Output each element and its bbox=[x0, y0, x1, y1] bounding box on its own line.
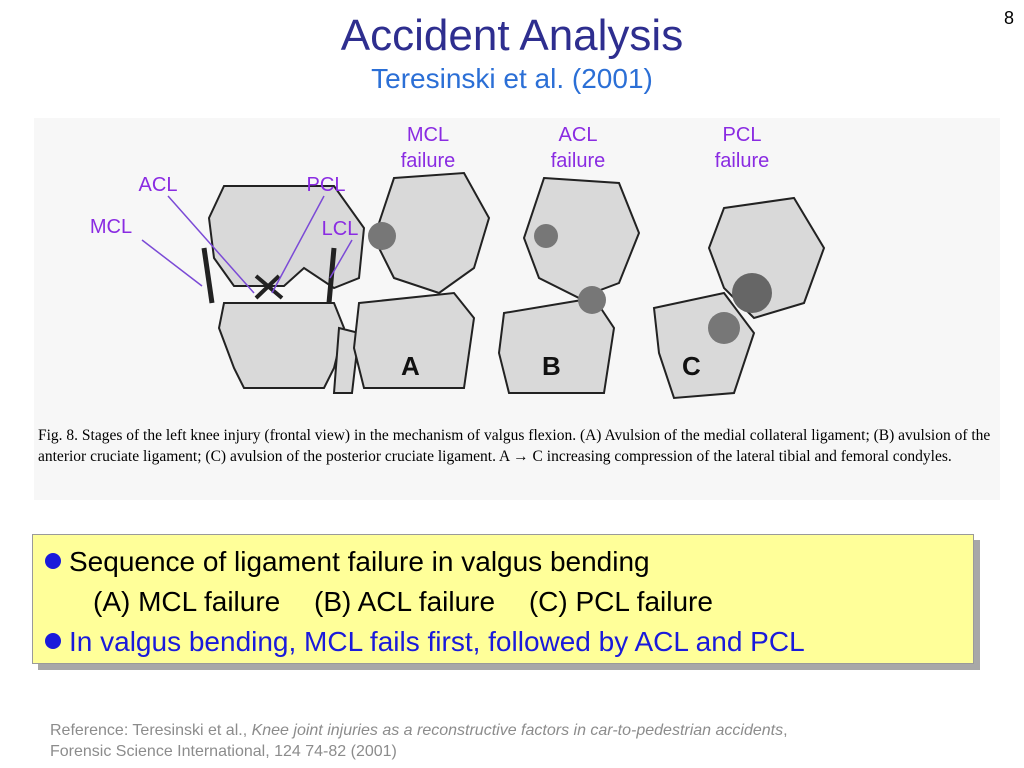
slide-number: 8 bbox=[1003, 8, 1014, 28]
slide-subtitle: Teresinski et al. (2001) bbox=[371, 63, 653, 94]
label-mcl: MCL bbox=[89, 216, 133, 238]
failure-sequence-items: (A) MCL failure (B) ACL failure (C) PCL … bbox=[93, 585, 739, 619]
reference-prefix: Reference: Teresinski et al., bbox=[50, 722, 252, 739]
pointer-lines bbox=[141, 195, 353, 294]
femur-normal bbox=[207, 185, 366, 290]
label-mcl-failure-line1: MCL bbox=[406, 124, 450, 146]
knee-diagram-normal bbox=[201, 185, 366, 394]
label-pcl-failure-line2: failure bbox=[714, 150, 770, 172]
knee-diagram-b bbox=[497, 176, 641, 394]
label-pcl-failure: PCL failure bbox=[696, 122, 788, 174]
reference-suffix: , bbox=[783, 722, 788, 739]
summary-callout: Sequence of ligament failure in valgus b… bbox=[32, 534, 974, 664]
label-mcl-failure: MCL failure bbox=[382, 122, 474, 174]
label-mcl-failure-line2: failure bbox=[400, 150, 456, 172]
label-acl-failure-line2: failure bbox=[550, 150, 606, 172]
item-pcl-failure: (C) PCL failure bbox=[528, 586, 713, 617]
tibia-a bbox=[352, 291, 476, 389]
bullet-dot-icon bbox=[45, 633, 61, 649]
item-acl-failure: (B) ACL failure bbox=[314, 586, 496, 617]
bullet-sequence: Sequence of ligament failure in valgus b… bbox=[45, 545, 650, 579]
mcl-ligament bbox=[201, 247, 215, 304]
injury-spot-c2 bbox=[708, 312, 740, 344]
slide-title: Accident Analysis bbox=[340, 11, 684, 60]
figure-background bbox=[34, 118, 1000, 500]
label-pcl-failure-line1: PCL bbox=[722, 124, 762, 146]
knee-diagram-a bbox=[352, 171, 491, 389]
knee-diagram-c bbox=[652, 196, 826, 400]
knee-injury-figure: A B C bbox=[34, 118, 1000, 500]
label-acl-failure: ACL failure bbox=[532, 122, 624, 174]
bullet-conclusion: In valgus bending, MCL fails first, foll… bbox=[45, 625, 805, 659]
tibia-normal bbox=[217, 302, 346, 389]
bullet-dot-icon bbox=[45, 553, 61, 569]
item-mcl-failure: (A) MCL failure bbox=[93, 586, 281, 617]
label-acl: ACL bbox=[138, 174, 178, 196]
reference-source: Forensic Science International, 124 74-8… bbox=[50, 743, 397, 760]
reference-title: Knee joint injuries as a reconstructive … bbox=[251, 722, 784, 739]
label-lcl: LCL bbox=[321, 218, 359, 240]
panel-letter-b: B bbox=[542, 351, 561, 381]
reference-citation: Reference: Teresinski et al., Knee joint… bbox=[50, 720, 1010, 762]
bullet-sequence-text: Sequence of ligament failure in valgus b… bbox=[69, 546, 650, 577]
injury-spot-a bbox=[368, 222, 396, 250]
panel-letter-a: A bbox=[401, 351, 420, 381]
label-acl-failure-line1: ACL bbox=[558, 124, 598, 146]
injury-spot-c1 bbox=[732, 273, 772, 313]
injury-spot-b1 bbox=[534, 224, 558, 248]
panel-letter-c: C bbox=[682, 351, 701, 381]
bullet-conclusion-text: In valgus bending, MCL fails first, foll… bbox=[69, 626, 805, 657]
injury-spot-b2 bbox=[578, 286, 606, 314]
fibula-normal bbox=[332, 326, 361, 394]
label-pcl: PCL bbox=[306, 174, 346, 196]
cruciate-ligaments bbox=[254, 274, 284, 300]
figure-caption: Fig. 8. Stages of the left knee injury (… bbox=[38, 427, 991, 465]
